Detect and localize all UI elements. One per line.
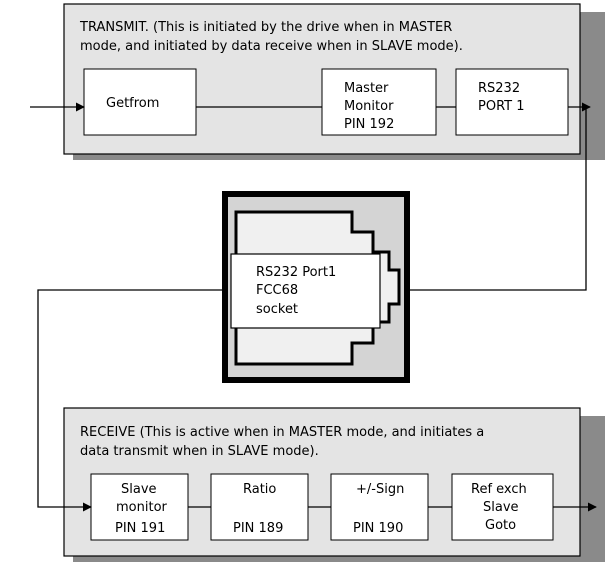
getfrom-label: Getfrom [106, 96, 159, 111]
transmit-to-socket-line [410, 107, 587, 291]
getfrom-block [83, 68, 197, 136]
socket-label-line2: FCC68 [256, 283, 298, 298]
receive-description-line2: data transmit when in SLAVE mode). [80, 444, 319, 459]
receive-description-line1: RECEIVE (This is active when in MASTER m… [80, 425, 484, 440]
master-monitor-label-line2: Monitor [344, 99, 394, 114]
sign-block [330, 473, 429, 541]
socket-label-box [230, 253, 381, 329]
ratio-label: Ratio [243, 482, 276, 497]
ref-exch-label-line1: Ref exch [471, 482, 527, 497]
ref-exch-label-line2: Slave [483, 500, 519, 515]
socket-to-receive-line [37, 289, 222, 512]
ref-exch-block [451, 473, 554, 541]
master-monitor-block [321, 68, 437, 136]
master-monitor-pin: PIN 192 [344, 117, 394, 132]
slave-monitor-label-line1: Slave [121, 482, 157, 497]
transmit-description-line2: mode, and initiated by data receive when… [80, 39, 463, 54]
socket-label-line1: RS232 Port1 [256, 265, 336, 280]
transmit-description-line1: TRANSMIT. (This is initiated by the driv… [79, 20, 452, 35]
socket-label-line3: socket [256, 302, 298, 317]
slave-monitor-label-line2: monitor [116, 500, 168, 515]
sign-label: +/-Sign [356, 482, 404, 497]
rs232-port1-label-line1: RS232 [478, 81, 520, 96]
ref-exch-label-line3: Goto [485, 518, 516, 533]
slave-monitor-block [90, 473, 189, 541]
rs232-port1-label-line2: PORT 1 [478, 99, 525, 114]
sign-pin: PIN 190 [353, 521, 403, 536]
connectors [30, 102, 597, 512]
slave-monitor-pin: PIN 191 [115, 521, 165, 536]
ratio-block [210, 473, 309, 541]
ratio-pin: PIN 189 [233, 521, 283, 536]
master-monitor-label-line1: Master [344, 81, 389, 96]
rs232-port1-block [455, 68, 569, 136]
